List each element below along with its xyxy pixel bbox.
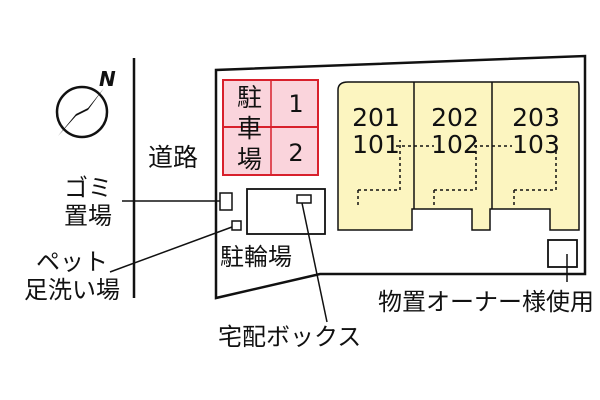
compass-north-label: N [99, 67, 116, 91]
unit-number-lower: 103 [512, 130, 560, 159]
stair-mark [358, 140, 401, 191]
garbage-area [219, 192, 233, 211]
unit-number-upper: 202 [431, 103, 479, 132]
road-label: 道路 [148, 143, 198, 172]
apartment-building: 201 101 202 102 203 103 [337, 81, 580, 231]
pet-wash-label-line2: 足洗い場 [24, 276, 120, 304]
pet-wash-station [231, 220, 242, 231]
property-boundary [214, 54, 587, 300]
bicycle-parking [246, 188, 326, 235]
parking-label: 駐 車 場 [237, 83, 270, 174]
compass-needle-icon [58, 88, 104, 136]
owner-storage-shed [547, 239, 578, 268]
unit-number-lower: 101 [352, 130, 400, 159]
parking-space-number: 1 [288, 90, 303, 118]
garbage-label-line1: ゴミ [64, 174, 112, 202]
pet-wash-leader-line [109, 226, 233, 273]
unit-number-upper: 201 [352, 103, 400, 132]
parking-area: 駐 車 場 1 2 [222, 79, 319, 176]
parking-label-char-3: 場 [237, 145, 262, 174]
unit-number-upper: 203 [512, 103, 560, 132]
delivery-box-leader-line [301, 202, 328, 323]
owner-storage-label: 物置オーナー様使用 [378, 288, 594, 316]
parking-label-char-1: 駐 [237, 83, 262, 112]
bicycle-parking-label: 駐輪場 [220, 243, 292, 271]
pet-wash-label-line1: ペット [36, 248, 108, 276]
stair-mark [434, 140, 477, 191]
garbage-label-line2: 置場 [64, 202, 112, 230]
unit-number-lower: 102 [431, 130, 479, 159]
stair-mark [514, 140, 557, 191]
building-outline [337, 81, 580, 231]
delivery-box-label: 宅配ボックス [218, 323, 361, 351]
stair-marks [357, 140, 557, 205]
delivery-box [296, 194, 312, 204]
compass: N [55, 67, 116, 139]
parking-space-number: 2 [288, 139, 303, 167]
parking-label-char-2: 車 [237, 114, 262, 143]
